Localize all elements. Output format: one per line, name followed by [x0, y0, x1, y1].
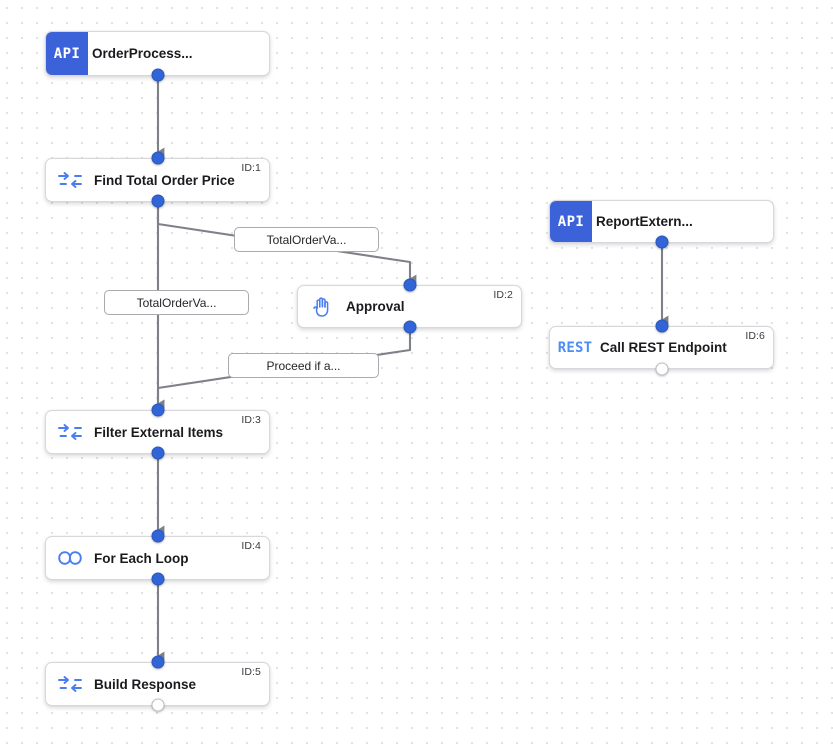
node-title: For Each Loop: [94, 550, 189, 566]
port-find_total_in[interactable]: [151, 151, 165, 165]
node-title: Find Total Order Price: [94, 172, 235, 188]
port-loop_out[interactable]: [151, 572, 165, 586]
node-title: ReportExtern...: [596, 214, 693, 229]
node-title: Filter External Items: [94, 424, 224, 440]
rest-badge-icon: REST: [557, 339, 593, 356]
node-inner: API OrderProcess...: [46, 32, 269, 75]
node-inner: REST Call REST Endpoint ID:6: [550, 327, 773, 368]
port-build_in[interactable]: [151, 655, 165, 669]
port-find_total_out[interactable]: [151, 194, 165, 208]
node-id-label: ID:4: [241, 540, 261, 552]
port-rest_in[interactable]: [655, 319, 669, 333]
node-title: Approval: [346, 299, 405, 314]
port-rest_out[interactable]: [655, 362, 669, 376]
node-inner: Filter External Items ID:3: [46, 411, 269, 453]
node-id-label: ID:5: [241, 666, 261, 678]
port-filter_in[interactable]: [151, 403, 165, 417]
node-inner: Find Total Order Price ID:1: [46, 159, 269, 201]
port-approval_in[interactable]: [403, 278, 417, 292]
node-id-label: ID:3: [241, 414, 261, 426]
node-order_process[interactable]: API OrderProcess...: [45, 31, 270, 76]
infinity-loop-icon: [46, 550, 94, 566]
node-inner: For Each Loop ID:4: [46, 537, 269, 579]
edge-label-label_total_order_va_top[interactable]: TotalOrderVa...: [234, 227, 379, 252]
port-loop_in[interactable]: [151, 529, 165, 543]
node-id-label: ID:6: [745, 330, 765, 342]
edge-label-label_total_order_va_left[interactable]: TotalOrderVa...: [104, 290, 249, 315]
edge-label-label_proceed_if[interactable]: Proceed if a...: [228, 353, 379, 378]
api-badge-icon: API: [46, 32, 88, 75]
port-filter_out[interactable]: [151, 446, 165, 460]
node-title: OrderProcess...: [92, 46, 193, 61]
node-inner: API ReportExtern...: [550, 201, 773, 242]
api-badge-icon: API: [550, 201, 592, 242]
arrows-converge-icon: [46, 675, 94, 693]
port-order_process_out[interactable]: [151, 68, 165, 82]
port-approval_out[interactable]: [403, 320, 417, 334]
arrows-converge-icon: [46, 171, 94, 189]
arrows-converge-icon: [46, 423, 94, 441]
port-build_out[interactable]: [151, 698, 165, 712]
node-title: Build Response: [94, 676, 197, 692]
port-report_external_out[interactable]: [655, 235, 669, 249]
node-id-label: ID:2: [493, 289, 513, 301]
node-inner: Approval ID:2: [298, 286, 521, 327]
raised-hand-icon: [298, 296, 346, 318]
node-title: Call REST Endpoint: [600, 340, 727, 355]
node-inner: Build Response ID:5: [46, 663, 269, 705]
node-id-label: ID:1: [241, 162, 261, 174]
